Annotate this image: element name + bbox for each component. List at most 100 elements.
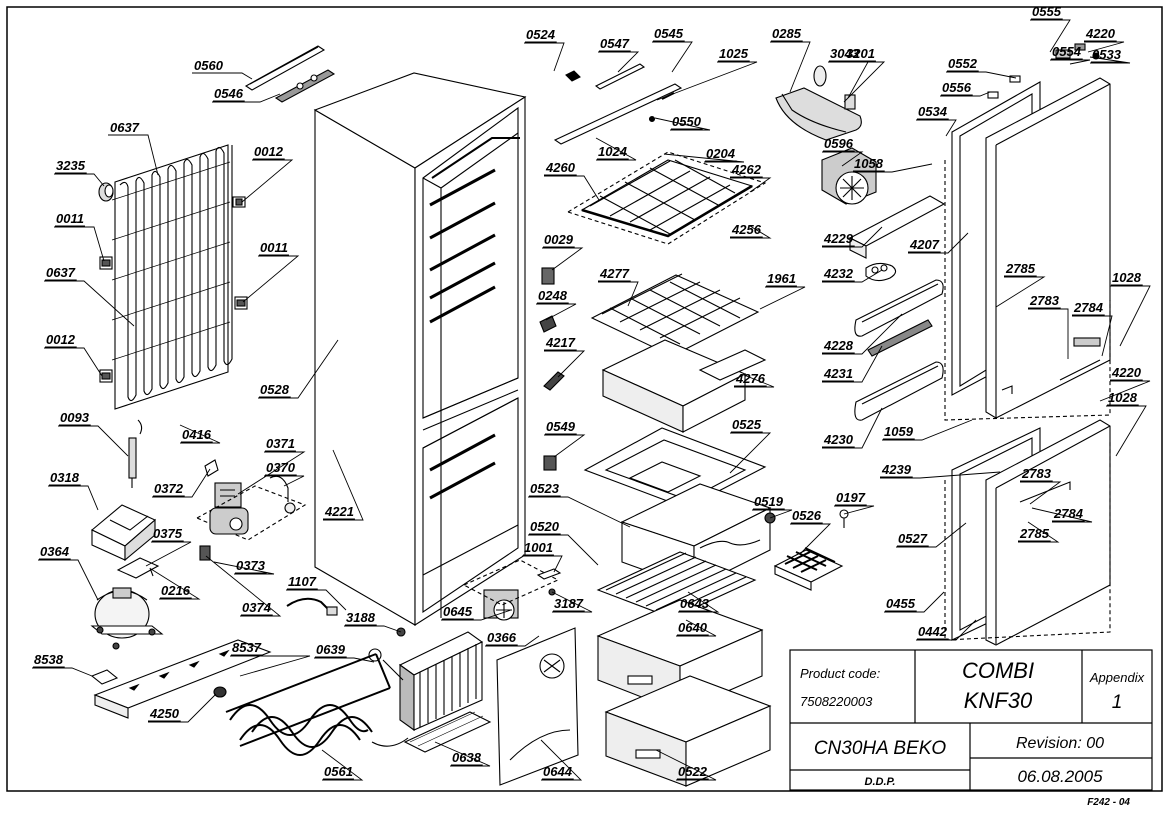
- grid-shelf-4277: [590, 273, 760, 357]
- part-label-0371: 0371: [266, 436, 295, 451]
- part-label-0523: 0523: [530, 481, 560, 496]
- relay-0371: [214, 482, 242, 508]
- part-label-0561: 0561: [324, 764, 353, 779]
- part-label-0416: 0416: [182, 427, 212, 442]
- appendix-value: 1: [1112, 692, 1123, 713]
- part-label-3235: 3235: [56, 158, 86, 173]
- part-label-3188: 3188: [346, 610, 376, 625]
- revision: Revision: 00: [1016, 735, 1104, 752]
- part-label-0372: 0372: [154, 481, 184, 496]
- part-label-0204: 0204: [706, 146, 736, 161]
- part-label-0550: 0550: [672, 114, 702, 129]
- part-number-labels: 0560054606373235001200110011063700120528…: [33, 4, 1143, 780]
- rail-8537: [93, 639, 272, 719]
- wire-shelf-0520: [596, 551, 757, 619]
- clip-0012-top: [232, 196, 246, 208]
- part-label-0526: 0526: [792, 508, 822, 523]
- clip-0011-a: [99, 256, 113, 270]
- part-label-4232: 4232: [823, 266, 854, 281]
- part-label-0012: 0012: [46, 332, 76, 347]
- clip-0011-b: [234, 296, 248, 310]
- shelf-top-rails: [553, 63, 683, 145]
- part-label-0216: 0216: [161, 583, 191, 598]
- part-label-0556: 0556: [942, 80, 972, 95]
- part-label-4207: 4207: [909, 237, 940, 252]
- part-label-3043: 3043: [830, 46, 860, 61]
- part-label-0522: 0522: [678, 764, 708, 779]
- part-label-0560: 0560: [194, 58, 224, 73]
- part-label-0547: 0547: [600, 36, 630, 51]
- part-label-0524: 0524: [526, 27, 556, 42]
- title-block-text: Product code: 7508220003 COMBI KNF30 App…: [800, 658, 1145, 788]
- condenser-coil: [111, 144, 233, 410]
- product-code-value: 7508220003: [800, 694, 873, 709]
- key-0197: [839, 509, 849, 528]
- bracket-0318: [90, 504, 157, 562]
- part-label-3201: 3201: [846, 46, 875, 61]
- part-label-4239: 4239: [881, 462, 912, 477]
- part-label-0549: 0549: [546, 419, 576, 434]
- bracket-1001: [536, 568, 562, 580]
- part-label-1028: 1028: [1112, 270, 1142, 285]
- part-label-0525: 0525: [732, 417, 762, 432]
- part-label-1001: 1001: [524, 540, 553, 555]
- date: 06.08.2005: [1017, 767, 1103, 786]
- part-label-4229: 4229: [823, 231, 854, 246]
- part-label-4217: 4217: [545, 335, 576, 350]
- fan-housing-0596: [821, 147, 877, 205]
- top-hinge-0546: [274, 69, 336, 103]
- clip-0029: [541, 267, 555, 285]
- footer-code: F242 - 04: [1087, 797, 1130, 808]
- defrost-heater-0093: [128, 437, 137, 488]
- clip-4217: [543, 371, 565, 391]
- door-bin-4231: [867, 319, 933, 357]
- part-drawings: [90, 43, 1111, 787]
- part-label-0455: 0455: [886, 596, 916, 611]
- part-label-2783: 2783: [1029, 293, 1060, 308]
- part-label-0638: 0638: [452, 750, 482, 765]
- freezer-door-0533: [985, 77, 1111, 419]
- part-label-1961: 1961: [767, 271, 796, 286]
- clip-0248: [539, 315, 557, 333]
- part-label-8538: 8538: [34, 652, 64, 667]
- part-label-2785: 2785: [1005, 261, 1036, 276]
- top-rail-0560: [244, 45, 326, 91]
- part-label-2783: 2783: [1021, 466, 1052, 481]
- door-bin-4230: [854, 361, 944, 421]
- part-label-4262: 4262: [731, 162, 762, 177]
- tray-0526: [773, 547, 844, 591]
- part-label-0552: 0552: [948, 56, 978, 71]
- lamp-cover-0285: [775, 87, 862, 141]
- part-label-0554: 0554: [1052, 44, 1082, 59]
- part-label-3187: 3187: [554, 596, 584, 611]
- door-dash-upper: [944, 160, 1111, 421]
- part-label-0637: 0637: [46, 265, 76, 280]
- glass-shelf-4262: [566, 151, 767, 245]
- drawer-4276: [601, 339, 767, 433]
- part-label-4231: 4231: [823, 366, 853, 381]
- panel-0644: [496, 627, 579, 786]
- hose-0416: [137, 419, 143, 435]
- part-label-4220: 4220: [1111, 365, 1142, 380]
- sheet-border: [6, 6, 1163, 792]
- tube-0638: [371, 711, 492, 753]
- part-label-2784: 2784: [1073, 300, 1104, 315]
- part-label-0366: 0366: [487, 630, 517, 645]
- part-label-0093: 0093: [60, 410, 90, 425]
- cable-1107: [286, 597, 338, 616]
- shelf-0525: [583, 427, 767, 509]
- part-label-4230: 4230: [823, 432, 854, 447]
- part-label-0375: 0375: [153, 526, 183, 541]
- department: D.D.P.: [865, 776, 896, 788]
- part-label-4220: 4220: [1085, 26, 1116, 41]
- part-label-4277: 4277: [599, 266, 630, 281]
- clip-0549: [543, 455, 557, 471]
- bracket-8538: [90, 669, 119, 685]
- door-bin-4228: [854, 279, 944, 337]
- leader-lines: [32, 19, 1151, 781]
- hinge-parts-top: [987, 43, 1100, 99]
- part-label-0545: 0545: [654, 26, 684, 41]
- part-label-0639: 0639: [316, 642, 346, 657]
- part-label-0248: 0248: [538, 288, 568, 303]
